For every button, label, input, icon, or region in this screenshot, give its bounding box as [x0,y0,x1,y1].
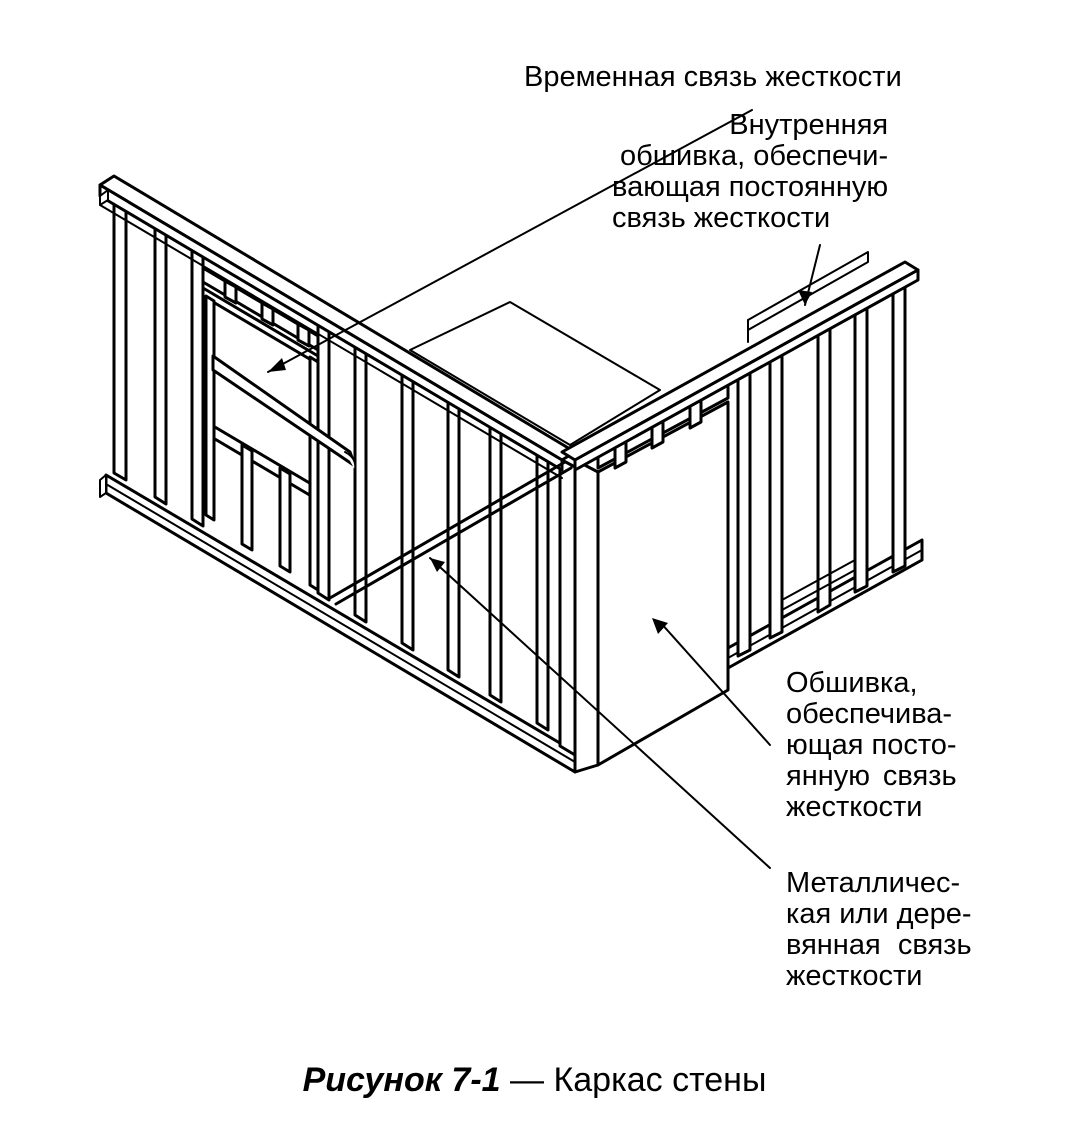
label-bracing-line-1: Металличес- [786,867,961,899]
leader-lines [267,109,821,869]
diagonal-let-in-brace [328,460,573,606]
caption-separator: — [500,1061,554,1099]
label-bracing-line-4: жесткости [786,960,923,992]
label-sheathing: Обшивка, обеспечива- ющая посто- янную с… [786,668,957,823]
label-sheathing-line-1: Обшивка, [786,667,918,699]
label-sheathing-line-5: жесткости [786,791,923,823]
label-interior-sheathing-line-3: вающая постоянную [612,171,889,203]
figure-title: Каркас стены [553,1061,767,1099]
label-sheathing-line-3: ющая посто- [786,729,957,761]
label-metal-or-wood-bracing: Металличес- кая или дере- вянная связь ж… [786,868,972,992]
label-interior-sheathing-line-4: связь жесткости [612,202,831,234]
leader-arrowheads [268,290,812,634]
window-opening [201,266,320,592]
figure-caption: Рисунок 7-1 — Каркас стены [0,1060,1069,1100]
right-wall-studs [736,276,907,658]
left-wall-studs [112,194,577,757]
label-bracing-line-3: вянная связь [786,929,972,961]
label-interior-sheathing: Внутренняя обшивка, обеспечи- вающая пос… [612,110,888,234]
label-sheathing-line-4: янную связь [786,760,957,792]
floor-panel [409,301,661,446]
label-sheathing-line-2: обеспечива- [786,698,953,730]
label-interior-sheathing-line-2: обшивка, обеспечи- [620,140,889,172]
left-wall [98,174,577,774]
label-temporary-bracing: Временная связь жесткости [524,61,902,93]
figure-number: Рисунок 7-1 [302,1061,501,1099]
corner-sheathing-panel [573,400,730,774]
label-bracing-line-2: кая или дере- [786,898,972,930]
right-wall [560,251,924,670]
label-interior-sheathing-line-1: Внутренняя [729,109,889,141]
temporary-brace [211,354,357,471]
